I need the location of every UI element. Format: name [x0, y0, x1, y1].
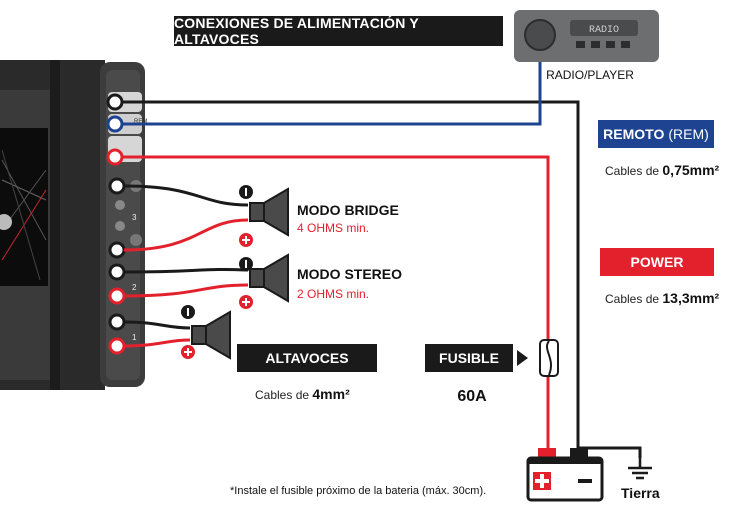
speaker-wires-ch1 — [123, 320, 191, 348]
remote-cable-note: Cables de 0,75mm² — [605, 162, 719, 178]
remote-cable-prefix: Cables de — [605, 164, 660, 178]
terminal-power — [106, 136, 142, 166]
terminal-label-remote: REM — [134, 119, 147, 125]
wire-remote-top — [122, 100, 642, 458]
terminal-ch3 — [108, 177, 126, 259]
remote-label: REMOTO (REM) — [598, 120, 714, 148]
radio-display: RADIO — [589, 25, 619, 36]
speaker-icon — [181, 305, 231, 360]
fuse-label: FUSIBLE — [425, 344, 513, 372]
radio-unit — [514, 10, 659, 62]
terminal-label-ch1: 1 — [132, 333, 137, 342]
speakers-cable-value: 4mm² — [312, 386, 350, 402]
power-cable-value: 13,3mm² — [662, 290, 720, 306]
remote-label-bold: REMOTO — [603, 126, 665, 142]
ground-icon — [628, 458, 652, 480]
speaker-wires-stereo — [123, 267, 249, 298]
bridge-subtitle: 4 OHMS min. — [297, 221, 370, 235]
power-label: POWER — [600, 248, 714, 276]
terminal-label-ch3: 3 — [132, 213, 137, 222]
fuse-value: 60A — [457, 388, 487, 405]
speaker-wires-bridge — [123, 184, 249, 252]
bridge-title: MODO BRIDGE — [297, 202, 399, 218]
fuse-note: *Instale el fusible próximo de la bateri… — [230, 485, 487, 497]
page-title: CONEXIONES DE ALIMENTACIÓN Y ALTAVOCES — [174, 15, 503, 47]
remote-label-light: (REM) — [668, 126, 709, 142]
speaker-icon — [239, 253, 289, 309]
fuse-icon — [517, 339, 559, 377]
power-cable-prefix: Cables de — [605, 292, 660, 306]
speakers-cable-prefix: Cables de — [255, 388, 310, 402]
wire-remote — [122, 62, 542, 126]
ground-label: Tierra — [621, 485, 660, 501]
speakers-label: ALTAVOCES — [237, 344, 377, 372]
stereo-subtitle: 2 OHMS min. — [297, 287, 370, 301]
stereo-title: MODO STEREO — [297, 266, 403, 282]
power-cable-note: Cables de 13,3mm² — [605, 290, 719, 306]
terminal-label-ch2: 2 — [132, 283, 137, 292]
speaker-icon — [239, 185, 289, 247]
remote-cable-value: 0,75mm² — [662, 162, 720, 178]
radio-caption: RADIO/PLAYER — [546, 68, 634, 82]
speakers-cable-note: Cables de 4mm² — [255, 386, 350, 402]
battery-icon — [526, 448, 604, 502]
